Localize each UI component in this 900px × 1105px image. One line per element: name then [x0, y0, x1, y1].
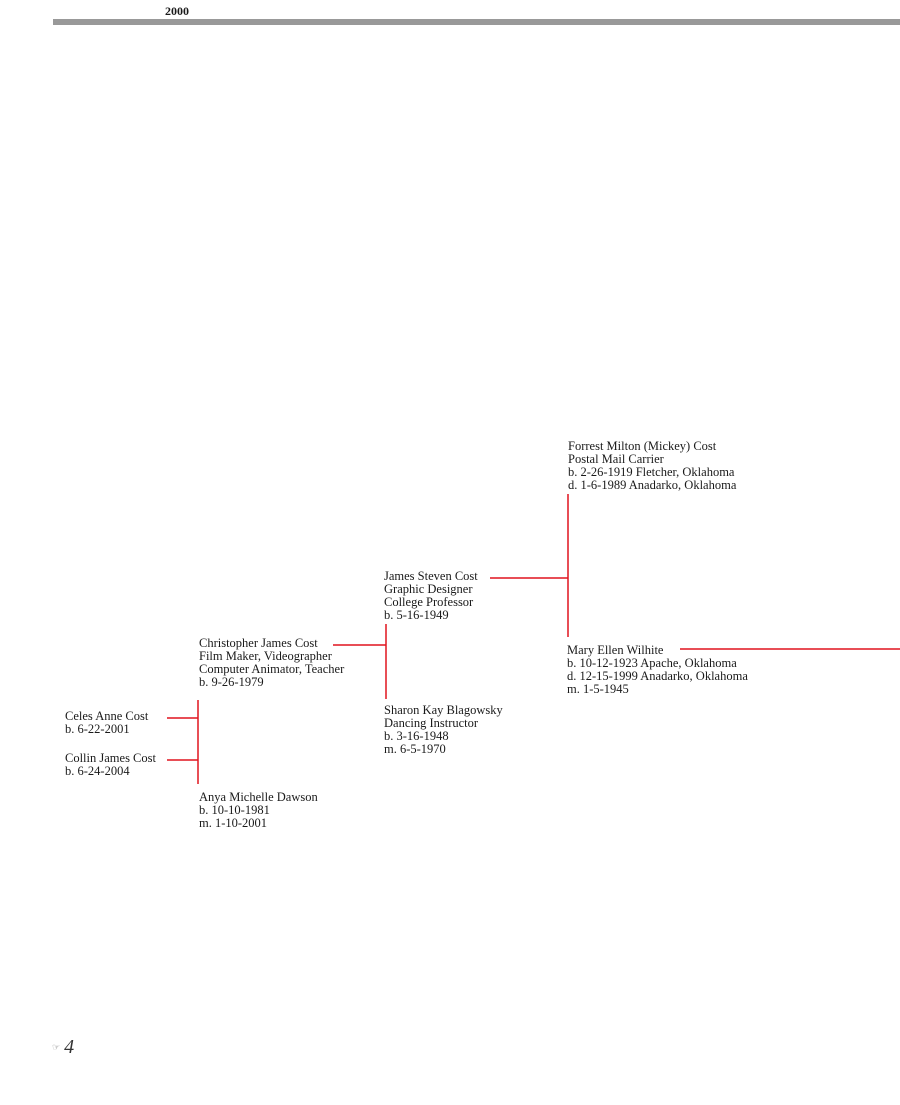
pointing-hand-icon: ☞ [52, 1042, 61, 1052]
person-collin-cost: Collin James Cost b. 6-24-2004 [65, 751, 156, 778]
person-mary-wilhite: Mary Ellen Wilhite b. 10-12-1923 Apache,… [567, 643, 748, 696]
person-celes-cost: Celes Anne Cost b. 6-22-2001 [65, 709, 149, 736]
person-anya-dawson: Anya Michelle Dawson b. 10-10-1981 m. 1-… [199, 790, 318, 830]
header-rule [53, 19, 900, 25]
person-forrest-cost: Forrest Milton (Mickey) Cost Postal Mail… [568, 439, 737, 492]
person-christopher-cost: Christopher James Cost Film Maker, Video… [199, 636, 345, 689]
page-number: ☞ 4 [52, 1036, 74, 1059]
page-number-text: 4 [64, 1036, 75, 1058]
person-sharon-blagowsky: Sharon Kay Blagowsky Dancing Instructor … [384, 703, 503, 756]
header-year: 2000 [165, 4, 189, 18]
person-james-cost: James Steven Cost Graphic Designer Colle… [384, 569, 478, 622]
